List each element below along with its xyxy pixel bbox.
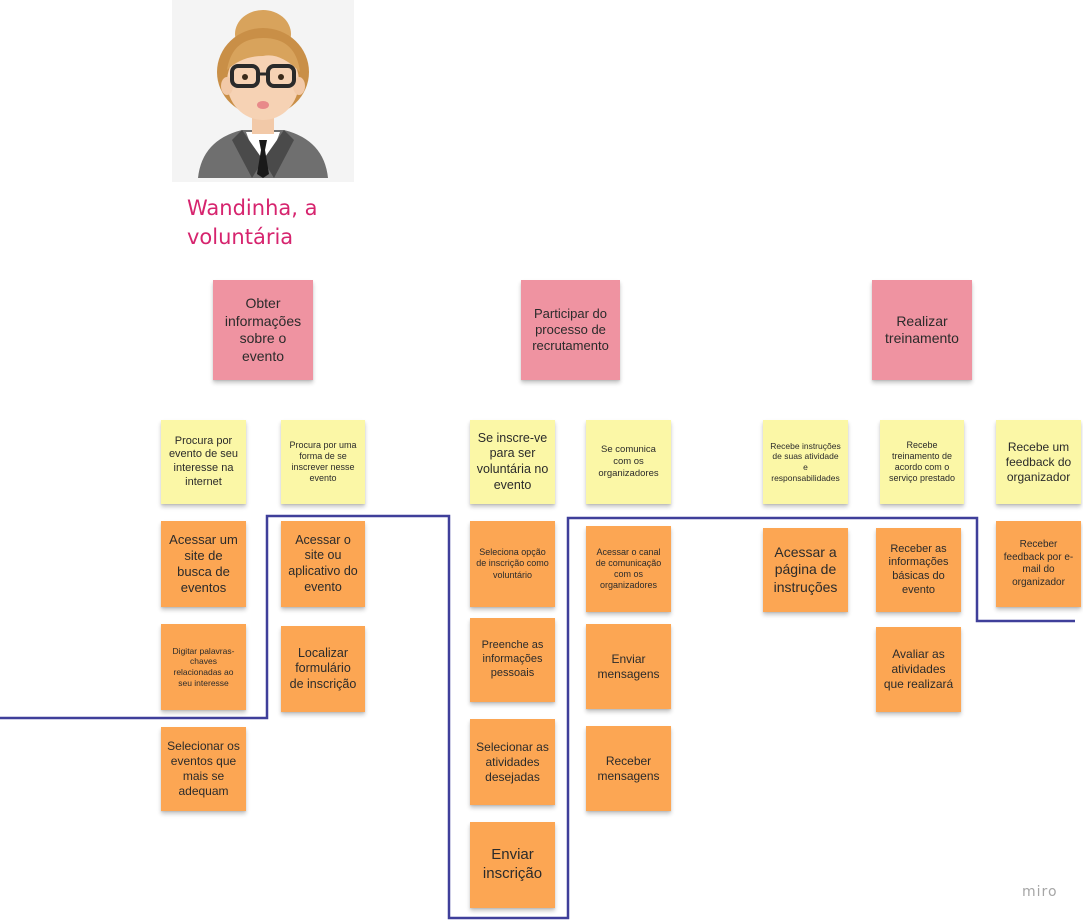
task-note[interactable]: Localizar formulário de inscrição <box>281 626 365 712</box>
task-note[interactable]: Seleciona opção de inscrição como volunt… <box>470 521 555 607</box>
step-note[interactable]: Se inscre-ve para ser voluntária no even… <box>470 420 555 504</box>
task-note[interactable]: Avaliar as atividades que realizará <box>876 627 961 712</box>
activity-note[interactable]: Obter informações sobre o evento <box>213 280 313 380</box>
task-note[interactable]: Enviar inscrição <box>470 822 555 908</box>
task-note[interactable]: Receber feedback por e-mail do organizad… <box>996 521 1081 607</box>
task-note[interactable]: Selecionar os eventos que mais se adequa… <box>161 727 246 811</box>
task-note[interactable]: Enviar mensagens <box>586 624 671 709</box>
activity-note[interactable]: Realizar treinamento <box>872 280 972 380</box>
step-note[interactable]: Se comunica com os organizadores <box>586 420 671 504</box>
persona-avatar <box>198 10 328 178</box>
task-note[interactable]: Preenche as informações pessoais <box>470 618 555 702</box>
miro-watermark: miro <box>1022 884 1058 900</box>
task-note[interactable]: Digitar palavras-chaves relacionadas ao … <box>161 624 246 710</box>
task-note[interactable]: Receber as informações básicas do evento <box>876 528 961 612</box>
persona-name: Wandinha, a voluntária <box>187 196 318 249</box>
step-note[interactable]: Procura por evento de seu interesse na i… <box>161 420 246 504</box>
release-line-left <box>0 514 1075 920</box>
step-note[interactable]: Recebe instruções de suas atividade e re… <box>763 420 848 504</box>
task-note[interactable]: Acessar um site de busca de eventos <box>161 521 246 607</box>
task-note[interactable]: Selecionar as atividades desejadas <box>470 719 555 805</box>
activity-note[interactable]: Participar do processo de recrutamento <box>521 280 620 380</box>
task-note[interactable]: Acessar a página de instruções <box>763 528 848 612</box>
step-note[interactable]: Procura por uma forma de se inscrever ne… <box>281 420 365 504</box>
step-note[interactable]: Recebe um feedback do organizador <box>996 420 1081 504</box>
task-note[interactable]: Acessar o canal de comunicação com os or… <box>586 526 671 612</box>
task-note[interactable]: Receber mensagens <box>586 726 671 811</box>
task-note[interactable]: Acessar o site ou aplicativo do evento <box>281 521 365 607</box>
step-note[interactable]: Recebe treinamento de acordo com o servi… <box>880 420 964 504</box>
